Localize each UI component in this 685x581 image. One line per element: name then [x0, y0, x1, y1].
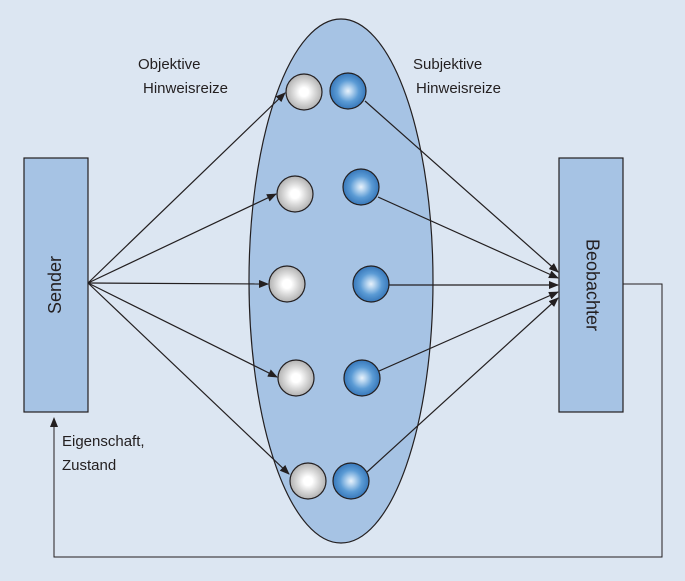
sender-to-cue-arrows [87, 92, 290, 475]
feedback-loop-arrow [50, 283, 663, 558]
objective-cue-3 [268, 265, 306, 303]
subjective-cue-5 [332, 462, 370, 500]
objective-label-line2: Hinweisreize [143, 80, 229, 97]
arrow-sender-cue-2 [87, 193, 277, 284]
arrow-sender-cue-5 [87, 282, 290, 475]
objective-cue-5 [289, 462, 327, 500]
objective-cues [268, 73, 327, 500]
cue-to-observer-arrows [364, 100, 559, 473]
subjective-cues-label: Subjektive Hinweisreize [413, 53, 501, 101]
subjective-label-line2: Hinweisreize [416, 80, 502, 97]
arrow-sender-cue-4 [87, 282, 278, 378]
subjective-cue-4 [343, 359, 381, 397]
subjective-cue-1 [329, 72, 367, 110]
arrow-sender-cue-3 [87, 279, 269, 288]
subjective-cues [329, 72, 390, 500]
objective-cues-label: Objektive Hinweisreize [138, 53, 228, 101]
subjective-cue-2 [342, 168, 380, 206]
arrow-sender-cue-1 [87, 92, 286, 284]
arrow-cue-observer-4 [378, 291, 559, 372]
objective-cue-4 [277, 359, 315, 397]
arrow-cue-observer-1 [364, 100, 559, 273]
observer-box [558, 157, 624, 413]
objective-cue-1 [285, 73, 323, 111]
arrow-cue-observer-5 [366, 297, 559, 473]
objective-label-line1: Objektive [138, 56, 201, 73]
arrow-cue-observer-2 [377, 196, 559, 279]
observer-label: Beobachter [582, 239, 602, 331]
sender-box [23, 157, 89, 413]
feedback-label: Eigenschaft, Zustand [62, 430, 145, 478]
feedback-label-line2: Zustand [62, 457, 117, 474]
sender-label: Sender [45, 256, 65, 314]
subjective-cue-3 [352, 265, 390, 303]
objective-cue-2 [276, 175, 314, 213]
subjective-label-line1: Subjektive [413, 56, 483, 73]
lens-ellipse [248, 18, 434, 544]
feedback-label-line1: Eigenschaft, [62, 433, 145, 450]
